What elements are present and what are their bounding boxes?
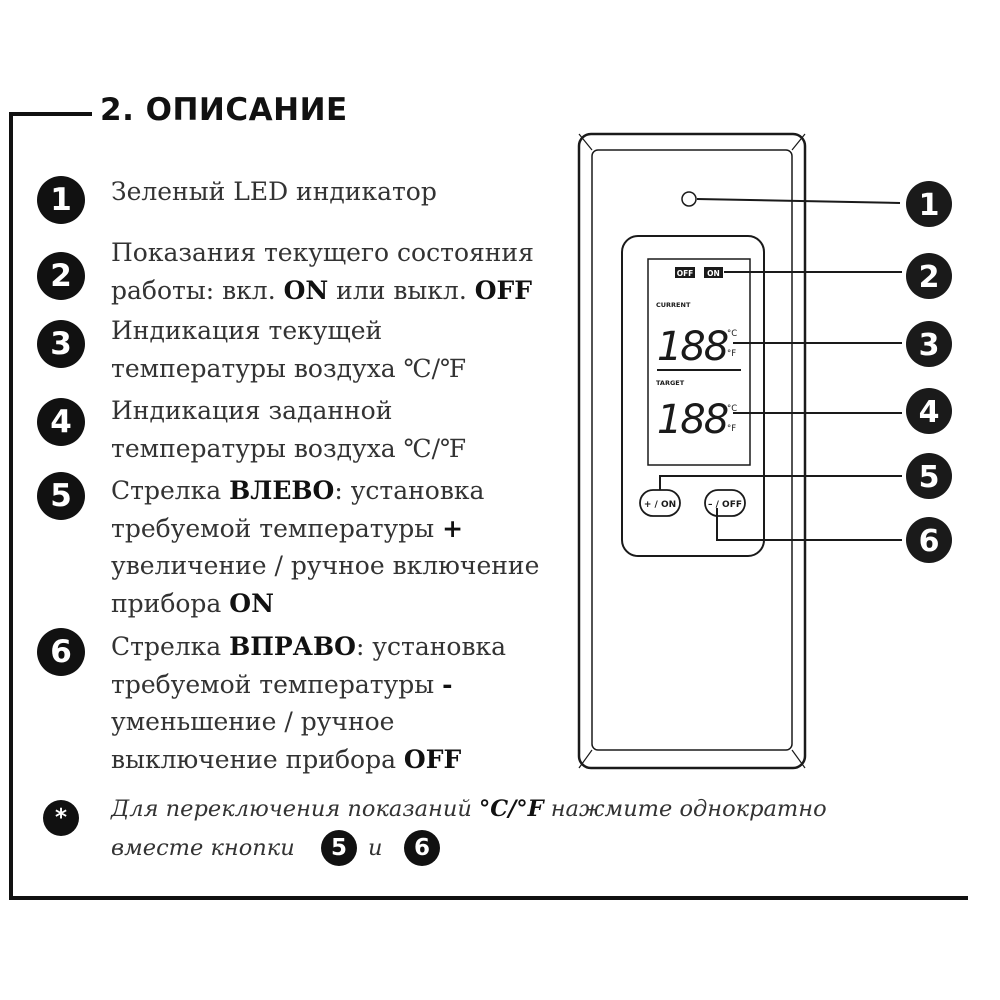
item-6-segment: выключение прибора [111,744,404,774]
lcd-target-unit-c: °C [727,404,737,414]
item-number-6: 6 [37,628,85,676]
note-number-6: 6 [404,830,440,866]
item-5-segment: + [442,513,464,543]
lcd-current-unit-f: °F [727,349,736,359]
led-indicator [681,191,697,207]
svg-text:2: 2 [919,260,940,295]
item-3-segment: температуры воздуха ℃/℉ [111,353,467,383]
plus-on-button-label: + / ON [644,500,676,510]
item-6-segment: требуемой температуры [111,669,443,699]
item-2-segment: OFF [474,275,532,305]
item-5-segment: Стрелка [111,476,230,505]
item-number-1: 1 [37,176,85,224]
note-asterisk-badge: * [43,800,79,836]
item-number-4: 4 [37,398,85,446]
svg-text:4: 4 [919,395,940,430]
item-2-segment: ON [283,275,329,305]
item-2-segment: Показания текущего состояния [111,238,534,267]
lcd-current-label: CURRENT [656,301,691,309]
note-line2-start: вместе кнопки [111,835,295,861]
item-5-segment: увеличение / ручное включение [111,551,540,580]
item-5-segment: прибора [111,588,230,618]
lcd-target-value: 188 [657,397,728,443]
item-text-2: Показания текущего состояния работы: вкл.… [111,234,534,309]
item-4-segment: Индикация заданной [111,396,393,425]
note-and: и [368,835,383,861]
lcd-current-unit-c: °C [727,329,737,339]
lcd-on-label: ON [707,269,720,278]
item-5-segment: ON [229,588,274,618]
minus-off-button-label: – / OFF [708,500,742,510]
item-2-segment: или выкл. [328,275,475,305]
item-text-3: Индикация текущей температуры воздуха ℃/℉ [111,312,466,387]
item-5-segment: ВЛЕВО [229,476,335,505]
note-text: Для переключения показаний °C/°F нажмите… [111,790,827,868]
note-number-5: 5 [321,830,357,866]
item-6-segment: : установка [355,632,507,661]
item-6-segment: OFF [403,744,462,774]
item-4-segment: температуры воздуха ℃/℉ [111,433,467,463]
item-3-segment: Индикация текущей [111,316,383,345]
callout-badge-2: 2 [906,253,952,299]
svg-text:6: 6 [919,524,940,559]
item-6-segment: Стрелка [111,632,230,661]
callout-line-1 [696,198,901,204]
callout-line-6 [716,508,902,541]
item-5-segment: : установка [334,476,485,505]
lcd-off-label: OFF [677,269,694,278]
lcd-target-unit-f: °F [727,424,736,434]
item-text-5: Стрелка ВЛЕВО: установка требуемой темпер… [111,472,539,622]
item-text-6: Стрелка ВПРАВО: установка требуемой темпе… [111,628,506,778]
item-6-segment: - [442,669,453,699]
item-5-segment: требуемой температуры [111,513,443,543]
lcd-screen [647,258,751,466]
item-text-4: Индикация заданной температуры воздуха ℃/… [111,392,466,467]
callout-badge-4: 4 [906,388,952,434]
item-number-5: 5 [37,472,85,520]
minus-off-button[interactable] [704,489,746,517]
lcd-current-value: 188 [657,324,728,370]
svg-text:3: 3 [919,328,940,363]
svg-text:5: 5 [919,460,940,495]
item-1-segment: Зеленый LED индикатор [111,177,437,206]
callout-badge-5: 5 [906,453,952,499]
lcd-on-tag [704,267,723,278]
svg-text:1: 1 [919,188,940,223]
item-6-segment: ВПРАВО [229,632,356,661]
note-line1-start: Для переключения показаний [111,796,479,822]
item-6-segment: уменьшение / ручное [111,707,395,736]
callout-badge-3: 3 [906,321,952,367]
item-number-2: 2 [37,252,85,300]
item-text-1: Зеленый LED индикатор [111,173,437,211]
frame-top-line [9,112,92,116]
item-number-3: 3 [37,320,85,368]
section-title: 2. ОПИСАНИЕ [100,92,348,128]
item-2-segment: работы: вкл. [111,275,284,305]
note-line1-end: нажмите однократно [543,796,827,822]
callout-badge-6: 6 [906,517,952,563]
callout-line-5 [659,475,902,490]
lcd-off-tag [675,267,695,278]
callout-badge-1: 1 [906,181,952,227]
note-units: °C/°F [478,796,544,822]
frame-left-line [9,112,13,899]
lcd-target-label: TARGET [656,379,685,387]
frame-bottom-line [9,896,968,900]
